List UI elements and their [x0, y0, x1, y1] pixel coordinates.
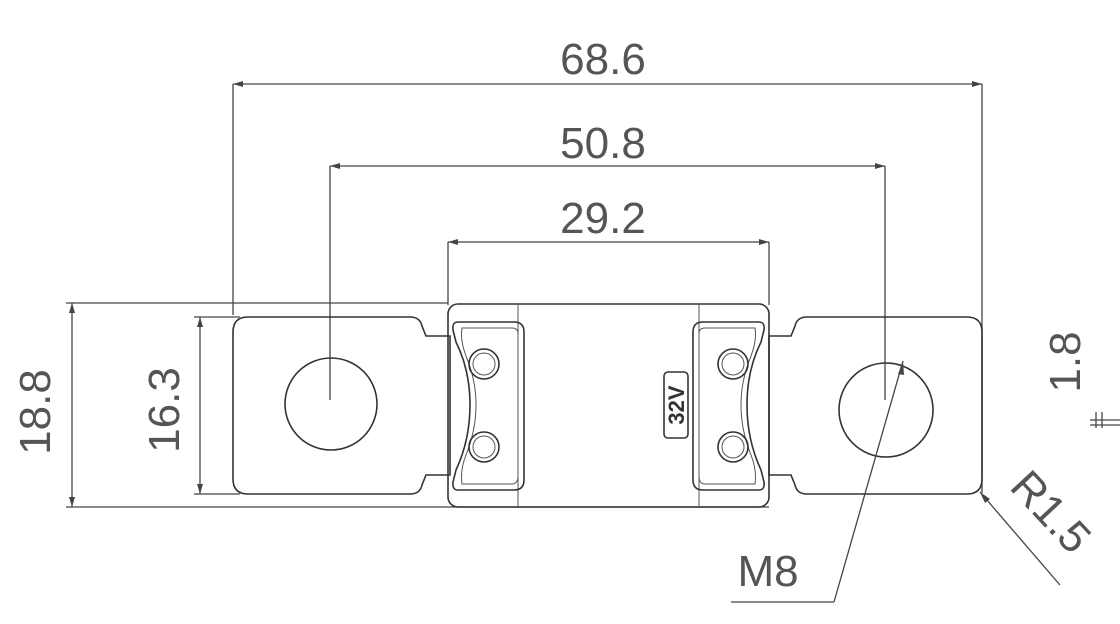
left-clamp-screw-top	[468, 348, 500, 380]
right-terminal	[768, 316, 983, 495]
fuse-body: 32V	[447, 303, 770, 508]
thread-callout: M8	[731, 360, 904, 603]
right-clamp	[692, 321, 765, 491]
overall-length-label: 68.6	[560, 35, 646, 84]
left-clamp-screw-bottom	[468, 431, 500, 463]
body-length-label: 29.2	[560, 194, 646, 243]
dimension-overall-width: 18.8	[11, 302, 769, 508]
corner-radius-callout: R1.5	[979, 461, 1100, 586]
thickness-label: 1.8	[1041, 331, 1090, 392]
left-terminal	[232, 316, 451, 495]
corner-radius-label: R1.5	[1001, 461, 1100, 562]
dimension-body-length: 29.2	[447, 194, 770, 305]
left-clamp	[452, 321, 525, 491]
right-clamp-screw-bottom	[717, 431, 749, 463]
dimension-overall-length: 68.6	[232, 35, 983, 493]
voltage-badge: 32V	[663, 371, 689, 439]
dimension-thickness: 1.8	[1041, 331, 1120, 428]
hole-spacing-label: 50.8	[560, 119, 646, 168]
overall-width-label: 18.8	[11, 369, 60, 455]
terminal-width-label: 16.3	[140, 367, 189, 453]
dimension-hole-spacing: 50.8	[329, 119, 886, 400]
dimension-terminal-width: 16.3	[140, 316, 240, 495]
left-mounting-hole	[284, 357, 378, 451]
right-clamp-screw-top	[717, 348, 749, 380]
right-mounting-hole	[838, 362, 934, 458]
voltage-label: 32V	[664, 385, 689, 424]
thread-label: M8	[737, 547, 798, 596]
